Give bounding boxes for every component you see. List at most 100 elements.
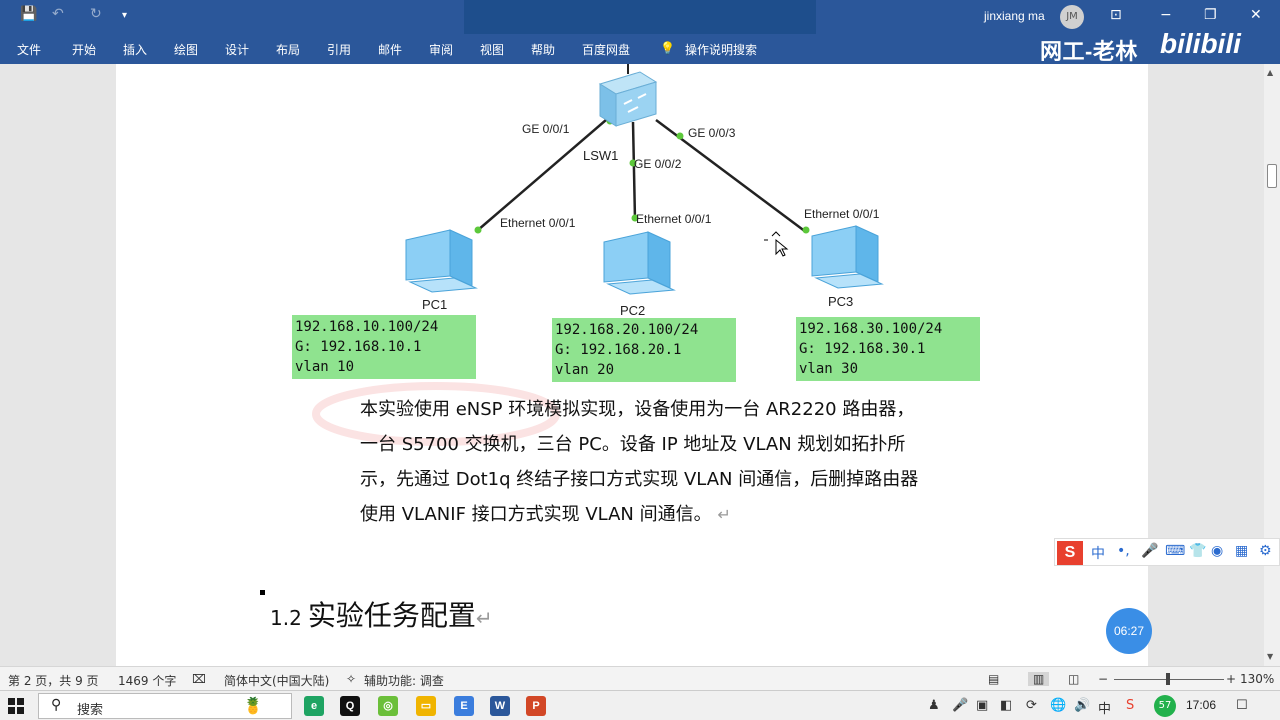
link-pc1 [477,119,607,231]
accessibility-status[interactable]: 辅助功能: 调查 [364,674,444,688]
tab-baidu-netdisk[interactable]: 百度网盘 [582,43,631,57]
tray-network-icon[interactable]: 🌐 [1050,698,1067,713]
accessibility-icon[interactable]: ✧ [346,672,357,686]
background-watermark [312,382,560,446]
zoom-in-icon[interactable]: + [1226,672,1237,686]
scroll-down-icon[interactable]: ▼ [1267,652,1274,661]
heading-text: 实验任务配置 [307,599,476,632]
read-mode-icon[interactable]: ▤ [988,672,1000,686]
sogou-logo-icon[interactable]: S [1057,541,1083,565]
tray-qq-icon[interactable]: ♟ [928,698,940,713]
title-bar-search-area[interactable] [464,0,816,38]
tab-draw[interactable]: 绘图 [174,43,199,57]
tab-mailings[interactable]: 邮件 [378,43,403,57]
tray-green-app-icon[interactable]: 57 [1154,695,1176,717]
undo-icon[interactable]: ↶ [52,6,64,22]
taskbar-search-placeholder: 搜索 [77,703,104,718]
punctuation-icon[interactable]: •, [1117,543,1130,559]
robot-icon[interactable]: ◉ [1211,543,1224,559]
user-name[interactable]: jinxiang ma [984,9,1045,23]
heading-number: 1.2 [270,606,302,630]
redo-icon[interactable]: ↻ [90,6,102,22]
word-count[interactable]: 1469 个字 [118,674,177,688]
customize-qat-icon[interactable]: ▾ [122,10,128,21]
tray-mic-icon[interactable]: 🎤 [952,698,969,713]
lightbulb-icon[interactable]: 💡 [660,41,675,55]
tab-help[interactable]: 帮助 [531,43,556,57]
tab-references[interactable]: 引用 [327,43,352,57]
tab-review[interactable]: 审阅 [429,43,454,57]
scroll-thumb[interactable] [1267,164,1277,188]
language-indicator[interactable]: 简体中文(中国大陆) [224,674,330,688]
zoom-out-icon[interactable]: − [1098,672,1109,686]
text-editor-icon[interactable]: E [454,696,474,716]
edge-icon[interactable]: e [304,696,324,716]
proofing-icon[interactable]: ⌧ [192,672,206,686]
tab-insert[interactable]: 插入 [123,43,148,57]
tray-sogou-icon[interactable]: S [1126,698,1135,713]
tray-media-icon[interactable]: ◧ [1000,698,1013,713]
move-cursor-icon [764,231,789,257]
tray-volume-icon[interactable]: 🔊 [1074,698,1091,713]
ip-address: 192.168.20.100/24 [555,322,699,338]
microphone-icon[interactable]: 🎤 [1141,543,1159,559]
toolbox-icon[interactable]: ▦ [1235,543,1249,559]
notification-icon[interactable]: ☐ [1236,698,1248,713]
page-info[interactable]: 第 2 页，共 9 页 [8,674,99,688]
close-button[interactable]: ✕ [1250,7,1262,23]
recording-timer: 06:27 [1106,608,1152,654]
ime-mode-button[interactable]: 中 [1091,546,1105,562]
tell-me-search[interactable]: 操作说明搜索 [685,43,758,57]
save-icon[interactable]: 💾 [20,6,38,22]
zoom-slider-thumb[interactable] [1166,673,1170,685]
print-layout-icon[interactable]: ▥ [1028,672,1050,686]
word-icon[interactable]: W [490,696,510,716]
pc-icon [603,231,676,295]
gateway: G: 192.168.20.1 [555,342,682,358]
tab-view[interactable]: 视图 [480,43,505,57]
ime-toolbar[interactable]: S 中 •, 🎤 ⌨ 👕 ◉ ▦ ⚙ [1054,538,1280,566]
windows-start-icon[interactable] [8,698,24,714]
bilibili-logo: bilibili [1160,28,1241,59]
tray-display-icon[interactable]: ▣ [976,698,989,713]
taskbar-search[interactable]: ⚲ 搜索 🍍 [38,693,292,719]
keyboard-icon[interactable]: ⌨ [1165,543,1186,559]
vertical-scrollbar[interactable]: ▲ ▼ [1264,64,1280,666]
paragraph-line: 示，先通过 Dot1q 终结子接口方式实现 VLAN 间通信，后删掉路由器 [360,469,919,490]
browser-icon[interactable]: ◎ [378,696,398,716]
tray-input-icon[interactable]: 中 [1098,702,1112,717]
restore-button[interactable]: ❐ [1204,7,1217,23]
return-mark: ↵ [475,606,493,630]
zoom-level[interactable]: 130% [1240,672,1275,686]
document-page[interactable]: GE 0/0/1 LSW1 GE 0/0/2 GE 0/0/3 Ethernet… [116,64,1148,666]
web-layout-icon[interactable]: ◫ [1068,672,1080,686]
tab-layout[interactable]: 布局 [276,43,301,57]
file-explorer-icon[interactable]: ▭ [416,696,436,716]
ip-address: 192.168.30.100/24 [799,321,943,337]
tray-sync-icon[interactable]: ⟳ [1026,698,1037,713]
port-dot [631,214,639,222]
avatar[interactable]: JM [1060,5,1084,29]
ribbon-display-options-button[interactable]: ⊡ [1110,7,1122,23]
body-paragraph[interactable]: 本实验使用 eNSP 环境模拟实现，设备使用为一台 AR2220 路由器， 一台… [360,392,1000,532]
settings-icon[interactable]: ⚙ [1259,543,1272,559]
switch-name-label: LSW1 [583,148,619,163]
paragraph-line: 一台 S5700 交换机，三台 PC。设备 IP 地址及 VLAN 规划如拓扑所 [360,434,906,455]
minimize-button[interactable]: − [1160,7,1172,23]
powerpoint-icon[interactable]: P [526,696,546,716]
switch-icon [598,71,658,127]
pc-name-label: PC1 [422,297,448,312]
tab-design[interactable]: 设计 [225,43,250,57]
taskbar-clock[interactable]: 17:06 [1186,698,1217,712]
search-highlight-icon: 🍍 [243,696,263,715]
topology-diagram [312,64,884,446]
tab-file[interactable]: 文件 [17,43,42,57]
tab-home[interactable]: 开始 [72,43,97,57]
qq-icon[interactable]: Q [340,696,360,716]
gateway: G: 192.168.10.1 [295,339,422,355]
scroll-up-icon[interactable]: ▲ [1267,68,1274,77]
title-bar: 💾 ↶ ↻ ▾ jinxiang ma JM ⊡ − ❐ ✕ [0,0,1280,38]
skin-icon[interactable]: 👕 [1189,543,1207,559]
status-bar: 第 2 页，共 9 页 1469 个字 ⌧ 简体中文(中国大陆) ✧ 辅助功能:… [0,666,1280,690]
